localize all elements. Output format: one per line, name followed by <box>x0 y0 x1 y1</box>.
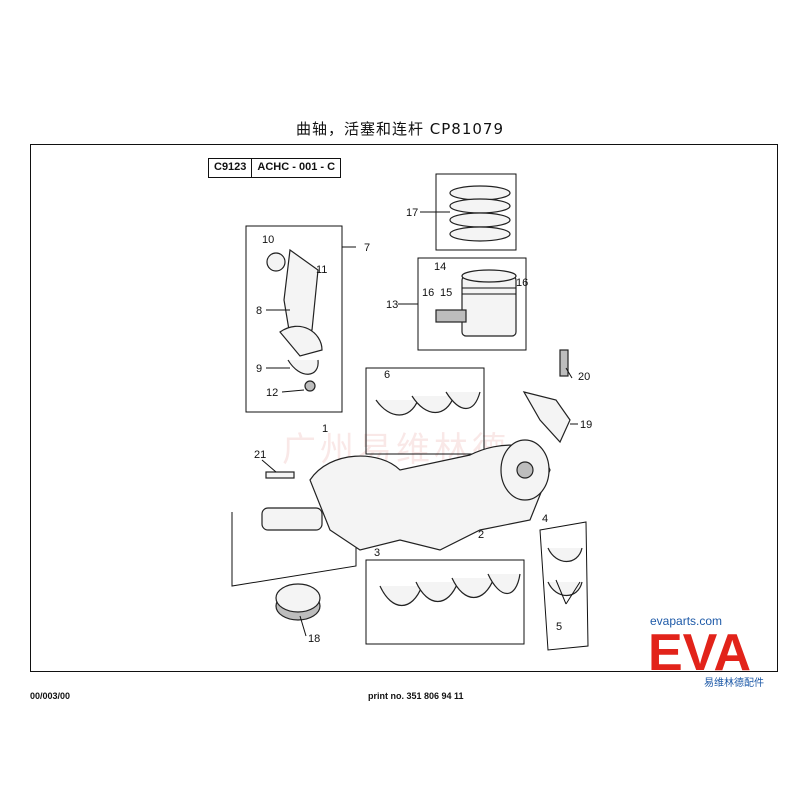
part-label: 12 <box>266 387 278 399</box>
part-label: 15 <box>440 287 452 299</box>
part-label: 11 <box>316 264 327 276</box>
counterweight-drawing <box>522 349 571 444</box>
part-label: 19 <box>580 419 592 431</box>
part-label: 9 <box>256 363 262 375</box>
eva-logo: EVA <box>648 628 751 674</box>
part-label: 7 <box>364 242 370 254</box>
leader-lines <box>261 211 581 637</box>
diagram-code-right: ACHC - 001 - C <box>251 159 340 177</box>
part-label: 17 <box>406 207 418 219</box>
diagram-frame <box>30 144 778 672</box>
part-label: 1 <box>322 423 328 435</box>
part-label: 13 <box>386 299 398 311</box>
footer-date-code: 00/003/00 <box>30 691 71 701</box>
brand-site: evaparts.com <box>650 614 723 628</box>
brand-tagline: 易维林德配件 <box>704 678 764 689</box>
eva-logo-text: EVA <box>648 628 751 674</box>
part-label: 2 <box>478 529 484 541</box>
footer-print-number: print no. 351 806 94 11 <box>368 691 464 701</box>
page-title: 曲轴，活塞和连杆 CP81079 <box>295 120 504 138</box>
key-drawing <box>265 471 295 479</box>
upper-bearing-shells-drawing <box>365 367 485 455</box>
connecting-rod-drawing <box>245 225 343 413</box>
crankshaft-drawing <box>231 439 551 587</box>
part-label: 14 <box>434 261 446 273</box>
part-label: 4 <box>542 513 548 525</box>
part-label: 6 <box>384 369 390 381</box>
crank-gear-drawing <box>275 583 321 621</box>
part-label: 16 <box>422 287 434 299</box>
part-label: 5 <box>556 621 562 633</box>
part-label: 20 <box>578 371 590 383</box>
lower-bearing-shells-drawing <box>365 559 525 645</box>
part-label: 10 <box>262 234 274 246</box>
part-label: 3 <box>374 547 380 559</box>
part-label: 16 <box>516 277 528 289</box>
diagram-code-box: C9123 ACHC - 001 - C <box>208 158 342 178</box>
diagram-code-left: C9123 <box>214 161 247 173</box>
part-label: 21 <box>254 449 266 461</box>
part-labels: 1 2 3 4 5 6 7 8 9 10 11 12 13 14 15 16 1… <box>254 207 592 645</box>
part-label: 8 <box>256 305 262 317</box>
part-label: 18 <box>308 633 320 645</box>
thrust-washers-drawing <box>539 521 589 651</box>
